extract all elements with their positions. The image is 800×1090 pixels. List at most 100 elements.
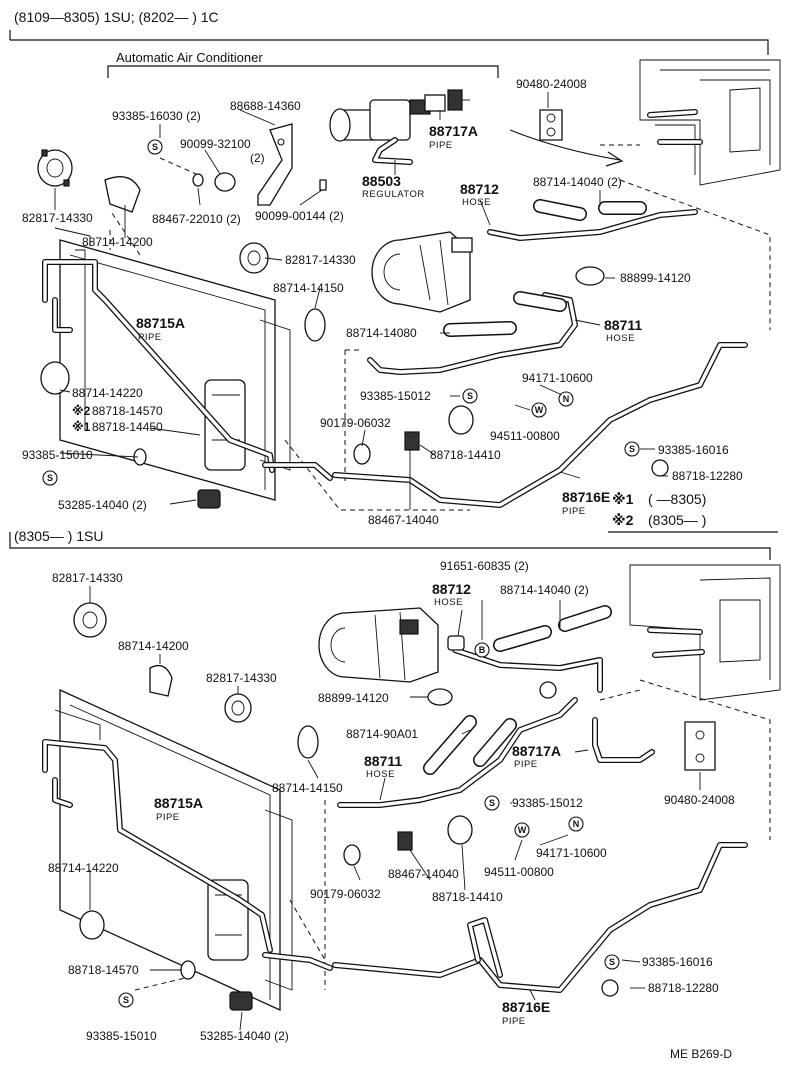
label-top-82817-14330-b: 82817-14330 — [285, 253, 356, 267]
label-bottom-94171-10600: 94171-10600 — [536, 846, 607, 860]
label-top-88718-14450: 88718-14450 — [92, 420, 163, 434]
top-pad — [197, 489, 221, 509]
label-top-88711: 88711 — [604, 317, 642, 333]
svg-text:W: W — [518, 825, 527, 835]
symbol-s-bottom-2: S — [604, 954, 620, 970]
label-bottom-88899-14120: 88899-14120 — [318, 691, 389, 705]
label-bottom-88714-14220: 88714-14220 — [48, 861, 119, 875]
label-bottom-88716E: 88716E — [502, 999, 550, 1015]
label-top-88467-22010: 88467-22010 (2) — [152, 212, 241, 226]
top-clamp-82817-b — [239, 242, 269, 274]
svg-text:S: S — [467, 391, 473, 401]
top-drawings — [37, 59, 781, 511]
label-bottom-88715A: 88715A — [154, 795, 203, 811]
label-top-88899-14120: 88899-14120 — [620, 271, 691, 285]
label-top-88718-14410: 88718-14410 — [430, 448, 501, 462]
bottom-evaporator-unit — [629, 564, 781, 701]
svg-text:W: W — [535, 405, 544, 415]
label-top-88712-sub: HOSE — [462, 197, 491, 208]
top-evaporator-unit — [639, 59, 781, 186]
svg-text:N: N — [563, 394, 570, 404]
svg-text:B: B — [479, 645, 486, 655]
label-top-88714-14080: 88714-14080 — [346, 326, 417, 340]
bottom-cap — [149, 664, 173, 697]
label-top-88716E: 88716E — [562, 489, 610, 505]
label-top-88718-12280: 88718-12280 — [672, 469, 743, 483]
top-cap — [104, 176, 141, 213]
legend-text-1: ( —8305) — [648, 491, 706, 507]
label-top-90179-06032: 90179-06032 — [320, 416, 391, 430]
label-bottom-88712: 88712 — [432, 581, 471, 597]
label-bottom-88718-14570: 88718-14570 — [68, 963, 139, 977]
label-top-93385-16030: 93385-16030 (2) — [112, 109, 201, 123]
label-bottom-88718-12280: 88718-12280 — [648, 981, 719, 995]
label-bottom-88715A-sub: PIPE — [156, 812, 180, 823]
label-bottom-88717A-sub: PIPE — [514, 759, 538, 770]
label-bottom-93385-16016: 93385-16016 — [642, 955, 713, 969]
top-section-header: (8109—8305) 1SU; (8202— ) 1C — [14, 9, 219, 25]
label-bottom-82817-14330-a: 82817-14330 — [52, 571, 123, 585]
label-top-mark-2: ※2 — [72, 404, 91, 418]
top-clamp-82817-a — [37, 149, 73, 187]
label-top-93385-15012: 93385-15012 — [360, 389, 431, 403]
symbol-w-top: W — [531, 402, 547, 418]
label-top-88503: 88503 — [362, 173, 401, 189]
label-bottom-90179-06032: 90179-06032 — [310, 887, 381, 901]
bottom-clamp-82817-a — [73, 602, 107, 638]
label-top-88712: 88712 — [460, 181, 499, 197]
bottom-pad — [229, 991, 253, 1011]
top-compressor — [371, 231, 473, 313]
top-leaders — [54, 92, 668, 510]
label-top-90099-00144: 90099-00144 (2) — [255, 209, 344, 223]
label-top-90099-32100: 90099-32100 — [180, 137, 251, 151]
bottom-condenser — [54, 688, 293, 1012]
symbol-n-bottom: N — [568, 816, 584, 832]
label-bottom-88714-14150: 88714-14150 — [272, 781, 343, 795]
symbol-n-top: N — [558, 391, 574, 407]
symbol-b-bottom: B — [474, 642, 490, 658]
label-top-88711-sub: HOSE — [606, 333, 635, 344]
svg-text:S: S — [489, 798, 495, 808]
label-top-88716E-sub: PIPE — [562, 506, 586, 517]
label-bottom-93385-15010: 93385-15010 — [86, 1029, 157, 1043]
label-top-88718-14570: 88718-14570 — [92, 404, 163, 418]
label-bottom-88712-sub: HOSE — [434, 597, 463, 608]
legend-mark-2: ※2 — [612, 512, 634, 528]
symbol-s-top-3: S — [42, 470, 58, 486]
label-bottom-90480-24008: 90480-24008 — [664, 793, 735, 807]
label-bottom-88714-14040: 88714-14040 (2) — [500, 583, 589, 597]
label-bottom-94511-00800: 94511-00800 — [484, 865, 554, 879]
label-top-88688-14360: 88688-14360 — [230, 99, 301, 113]
bottom-drawings — [42, 564, 781, 1012]
label-bottom-88716E-sub: PIPE — [502, 1016, 526, 1027]
bottom-grommet-90480 — [684, 721, 716, 771]
label-bottom-91651-60835: 91651-60835 (2) — [440, 559, 529, 573]
svg-text:S: S — [123, 995, 129, 1005]
label-top-93385-16016: 93385-16016 — [658, 443, 729, 457]
label-bottom-53285-14040: 53285-14040 (2) — [200, 1029, 289, 1043]
label-top-88503-sub: REGULATOR — [362, 189, 425, 200]
top-fitting-88717A — [424, 89, 470, 112]
label-top-82817-14330-a: 82817-14330 — [22, 211, 93, 225]
label-bottom-88711: 88711 — [364, 753, 402, 769]
label-top-88717A: 88717A — [429, 123, 478, 139]
bottom-grommet-88714-14220 — [79, 910, 105, 940]
label-bottom-93385-15012: 93385-15012 — [512, 796, 583, 810]
bottom-section-bracket — [9, 532, 771, 560]
symbol-s-top-1: S — [147, 139, 163, 155]
top-grommet — [539, 109, 563, 141]
symbol-s-bottom-1: S — [484, 795, 500, 811]
svg-text:S: S — [629, 444, 635, 454]
label-top-53285-14040: 53285-14040 (2) — [58, 498, 147, 512]
footer-code: ME B269-D — [670, 1047, 732, 1061]
svg-text:N: N — [573, 819, 580, 829]
label-top-90480-24008: 90480-24008 — [516, 77, 587, 91]
bottom-clamp-82817-b — [224, 693, 252, 723]
label-top-94171-10600: 94171-10600 — [522, 371, 593, 385]
label-top-88714-14040: 88714-14040 (2) — [533, 175, 622, 189]
label-top-93385-15010: 93385-15010 — [22, 448, 93, 462]
top-section-bracket — [10, 39, 769, 55]
label-top-88714-14200: 88714-14200 — [82, 235, 153, 249]
symbol-s-top-4: S — [624, 441, 640, 457]
